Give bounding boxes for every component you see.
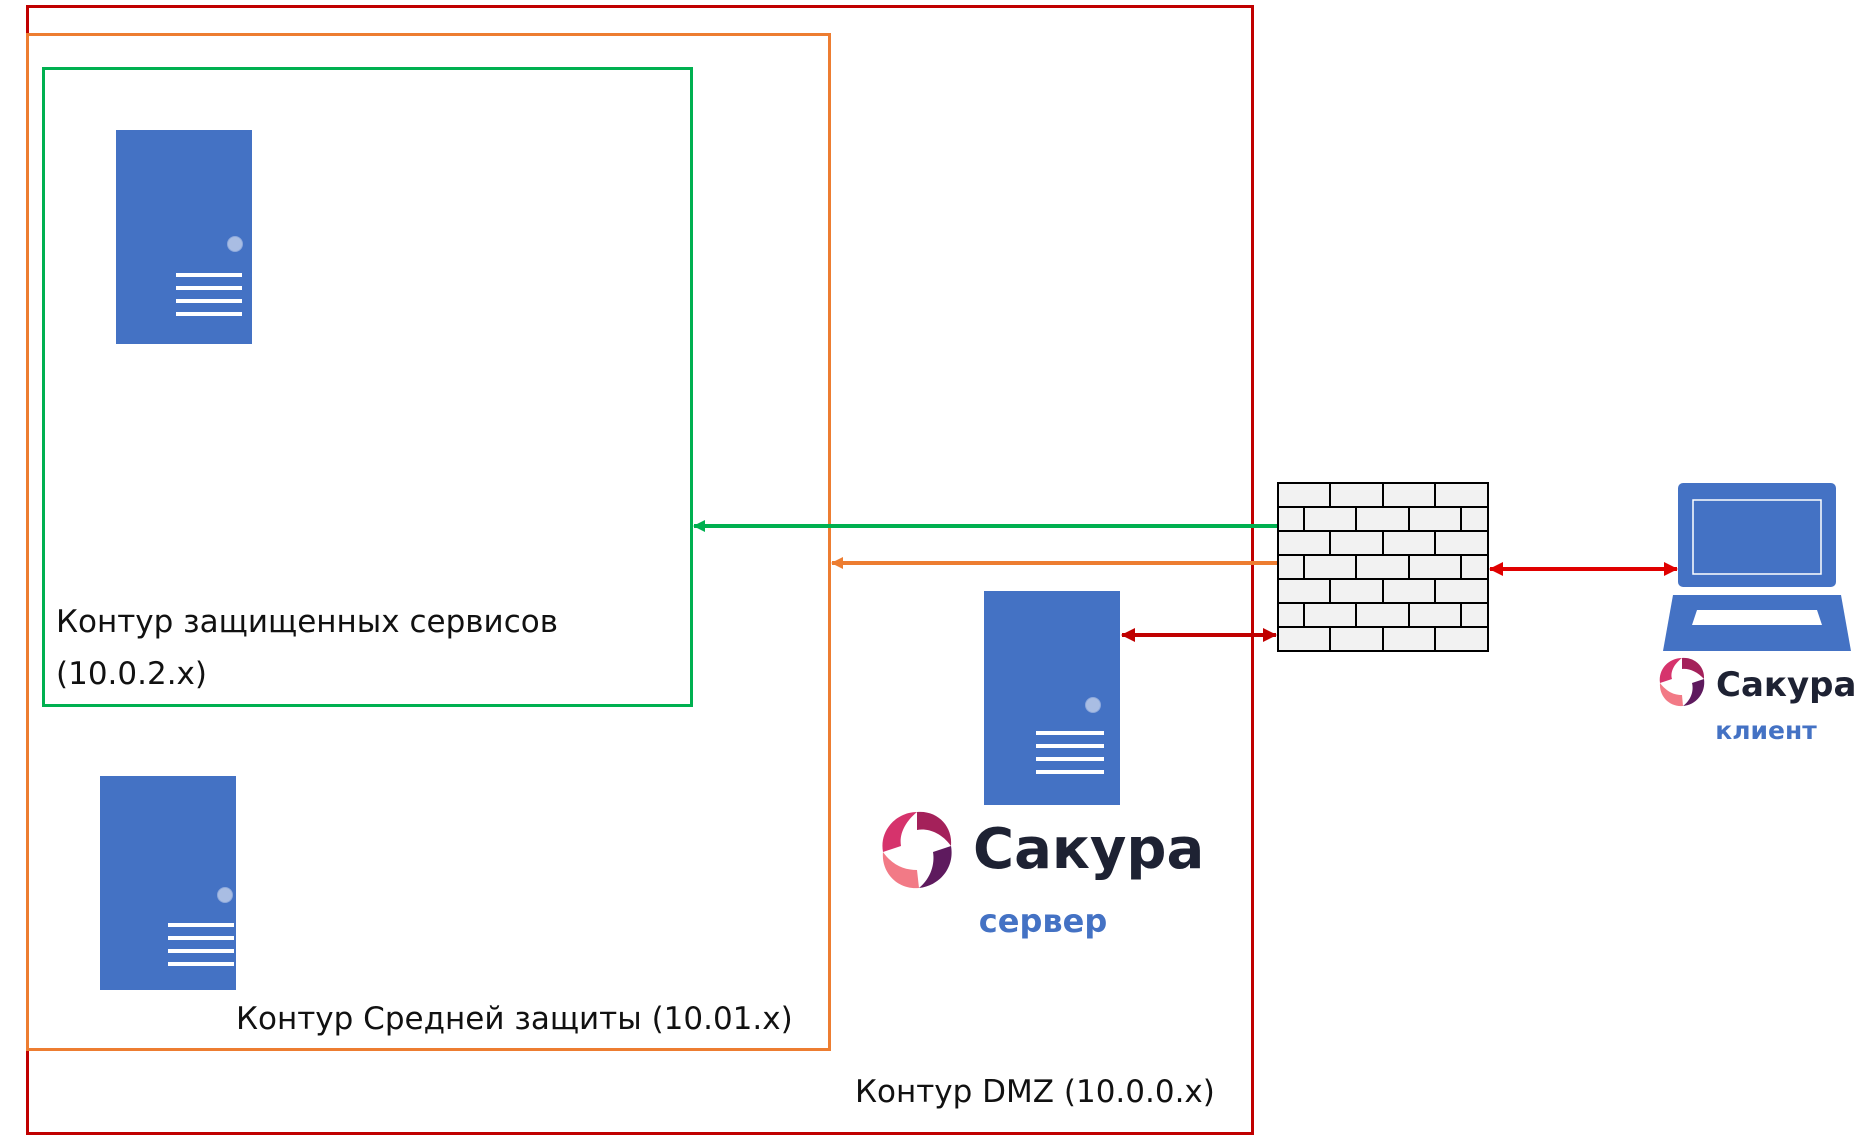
- sakura-client-logo: Сакура клиент: [1659, 657, 1856, 745]
- server-icon: [984, 591, 1120, 805]
- sakura-logo-icon: [882, 811, 952, 889]
- firewall-icon: [1277, 482, 1489, 652]
- server-icon: [116, 130, 252, 344]
- client-logo-subtitle: клиент: [1715, 716, 1817, 745]
- zone-secure-label-subnet: (10.0.2.x): [56, 656, 207, 692]
- server-icon: [100, 776, 236, 990]
- zone-secure-label: Контур защищенных сервисов (10.0.2.x): [56, 596, 558, 700]
- sakura-logo-icon: [1659, 657, 1705, 707]
- client-logo-brand: Сакура: [1716, 665, 1856, 705]
- server-logo-subtitle: сервер: [979, 902, 1107, 940]
- zone-secure-services: [42, 67, 693, 707]
- zone-medium-label: Контур Средней защиты (10.01.x): [236, 1001, 793, 1037]
- server-logo-brand: Сакура: [973, 817, 1204, 882]
- zone-medium-protection: [26, 33, 831, 1051]
- laptop-icon: [1663, 483, 1851, 651]
- sakura-server-logo: Сакура сервер: [882, 811, 1204, 940]
- zone-dmz-label: Контур DMZ (10.0.0.x): [855, 1074, 1215, 1110]
- zone-secure-label-name: Контур защищенных сервисов: [56, 604, 558, 640]
